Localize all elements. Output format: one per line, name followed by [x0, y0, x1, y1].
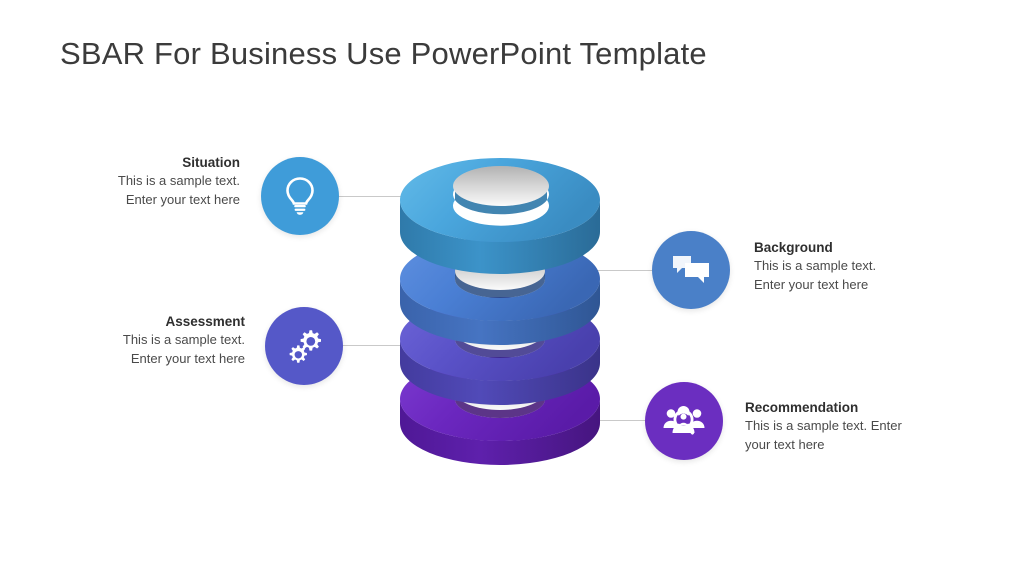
icon-circle-assessment[interactable] [265, 307, 343, 385]
label-block-background: Background This is a sample text. Enter … [754, 239, 969, 294]
label-block-recommendation: Recommendation This is a sample text. En… [745, 399, 970, 454]
gears-icon [284, 326, 324, 366]
label-body-situation-line1: This is a sample text. [117, 173, 240, 189]
chat-bubbles-icon [671, 253, 711, 287]
ring-1 [400, 157, 600, 274]
label-title-recommendation: Recommendation [745, 400, 859, 415]
label-title-assessment: Assessment [165, 314, 245, 329]
stacked-rings-diagram [385, 140, 615, 475]
label-body-situation-line2: Enter your text here [125, 191, 240, 207]
label-title-situation: Situation [182, 155, 240, 170]
label-block-assessment: Assessment This is a sample text. Enter … [60, 313, 245, 368]
icon-circle-recommendation[interactable] [645, 382, 723, 460]
connector-line-situation [336, 196, 408, 197]
connector-line-assessment [342, 345, 412, 346]
label-block-situation: Situation This is a sample text. Enter y… [55, 154, 240, 209]
label-title-background: Background [754, 240, 833, 255]
label-body-assessment-line2: Enter your text here [130, 350, 245, 366]
connector-line-background [597, 270, 659, 271]
label-body-recommendation-line1: This is a sample text. Enter [745, 418, 902, 434]
page-title: SBAR For Business Use PowerPoint Templat… [60, 36, 707, 71]
icon-circle-background[interactable] [652, 231, 730, 309]
label-body-background-line2: Enter your text here [754, 276, 869, 292]
team-search-icon [662, 402, 706, 440]
lightbulb-icon [283, 176, 317, 216]
connector-line-recommendation [590, 420, 650, 421]
label-body-recommendation-line2: your text here [745, 436, 825, 452]
icon-circle-situation[interactable] [261, 157, 339, 235]
label-body-background-line1: This is a sample text. [754, 258, 877, 274]
label-body-assessment-line1: This is a sample text. [122, 332, 245, 348]
